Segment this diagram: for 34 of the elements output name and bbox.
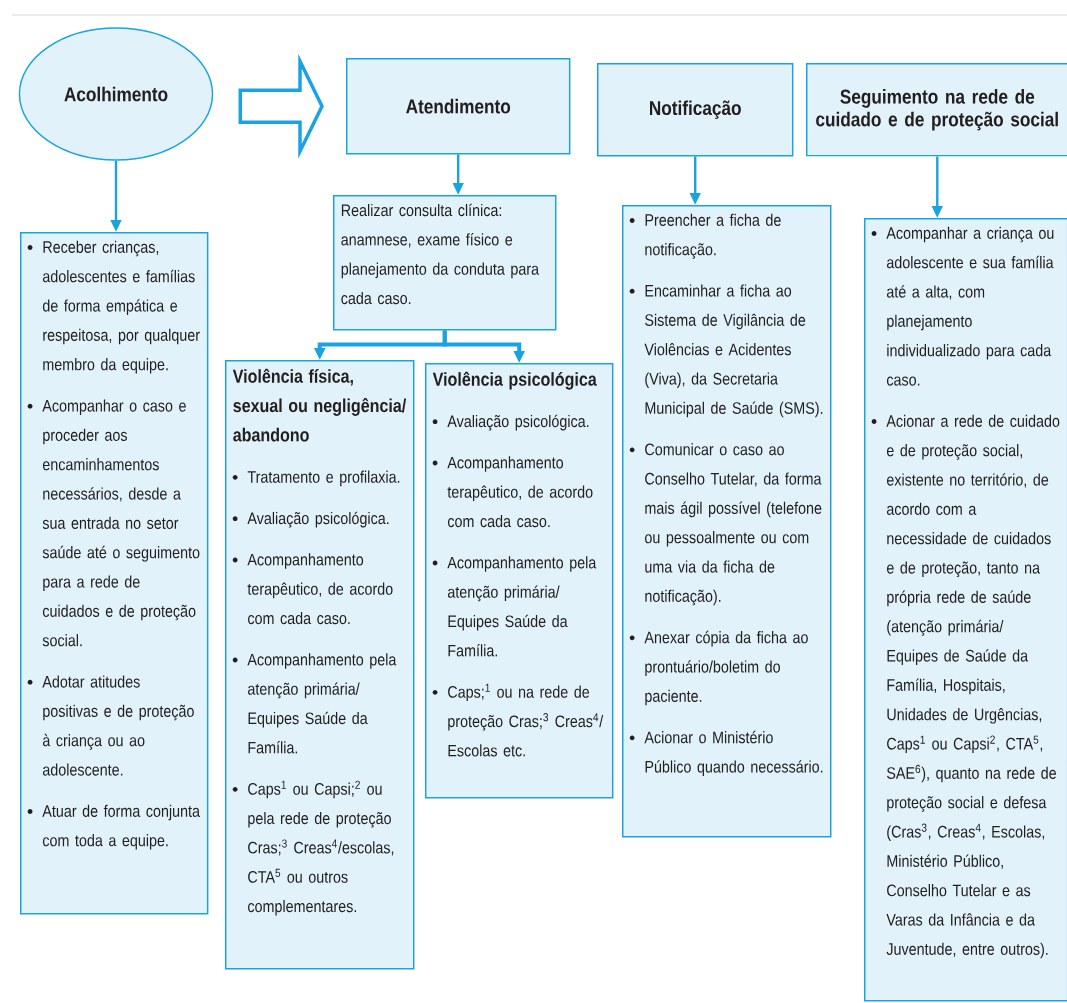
ellipse-node: Acolhimento — [18, 27, 214, 161]
list-item: Adotar atitudes positivas e de proteção à criança ou ao adolescente. — [27, 675, 194, 776]
list-item: Tratamento e profilaxia. — [232, 470, 400, 487]
list-item: Caps$^{1}$ ou Capsi;$^{2}$ ou pela rede de proteção Cras;$^{3}$ Creas$^{4}$/escolas, CTA$^{5}$ ou outros complementares. — [232, 780, 394, 916]
list-item: Acompanhamento pela atenção primária/ Equipes Saúde da Família. — [232, 653, 397, 754]
process-box: Atendimento — [346, 58, 571, 155]
list-box — [425, 363, 614, 799]
list-box — [622, 205, 832, 838]
heading: Violência psicológica — [432, 371, 597, 390]
list-item: Acompanhamento terapêutico, de acordo com cada caso. — [232, 553, 393, 625]
list-item: Acompanhar a criança ou adolescente e sua família até a alta, com planejamento individualizado para cada caso. — [871, 226, 1054, 386]
heading: Violência física, sexual ou negligência/ abandono — [232, 368, 407, 442]
list-item: Acionar a rede de cuidado e de proteção social, existente no território, de acordo com a necessidade de cuidados e de proteção, tanto na própria rede de saúde (atenção primária/ Equipes de Saúde da Família, Hospitais, Unidades de Urgências, Caps$^{1}$ ou Capsi$^{2}$, CTA$^{5}$, SAE$^{6}$), quanto na rede de proteção social e defesa (Cras$^{3}$, Creas$^{4}$, Escolas, Ministério Público, Conselho Tutelar e as Varas da Infância e da Juventude, entre outros). — [871, 414, 1060, 959]
list-item: Comunicar o caso ao Conselho Tutelar, da forma mais ágil possível (telefone ou pessoalmente ou com uma via da ficha de notificação). — [629, 443, 822, 606]
process-box: Seguimento na rede de cuidado e de proteção social — [806, 63, 1067, 157]
block-arrow — [238, 53, 324, 159]
list-box — [20, 232, 209, 915]
list-item: Acompanhamento terapêutico, de acordo com cada caso. — [432, 456, 593, 528]
paragraph: Realizar consulta clínica: anamnese, exame físico e planejamento da conduta para cada caso. — [341, 203, 540, 305]
list-box — [225, 360, 415, 970]
list-item: Caps;$^{1}$ ou na rede de proteção Cras;$^{3}$ Creas$^{4}$/ Escolas etc. — [432, 683, 604, 757]
list-item: Avaliação psicológica. — [432, 414, 589, 431]
list-box — [864, 218, 1067, 1002]
list-item: Receber crianças, adolescentes e famílias de forma empática e respeitosa, por qualquer membro da equipe. — [27, 240, 200, 374]
list-item: Acompanhar o caso e proceder aos encaminhamentos necessários, desde a sua entrada no setor saúde até o seguimento para a rede de cuidados e de proteção social. — [27, 399, 200, 647]
list-item: Avaliação psicológica. — [232, 511, 389, 528]
list-item: Acionar o Ministério Público quando necessário. — [629, 730, 823, 776]
list-item: Preencher a ficha de notificação. — [629, 213, 781, 259]
list-item: Acompanhamento pela atenção primária/ Equipes Saúde da Família. — [432, 556, 597, 657]
list-item: Encaminhar a ficha ao Sistema de Vigilância de Violências e Acidentes (Viva), da Secretaria Municipal de Saúde (SMS). — [629, 284, 823, 418]
list-item: Atuar de forma conjunta com toda a equipe. — [27, 804, 200, 850]
process-box: Notificação — [597, 63, 794, 157]
process-box — [333, 195, 557, 331]
list-item: Anexar cópia da ficha ao prontuário/boletim do paciente. — [629, 630, 808, 706]
